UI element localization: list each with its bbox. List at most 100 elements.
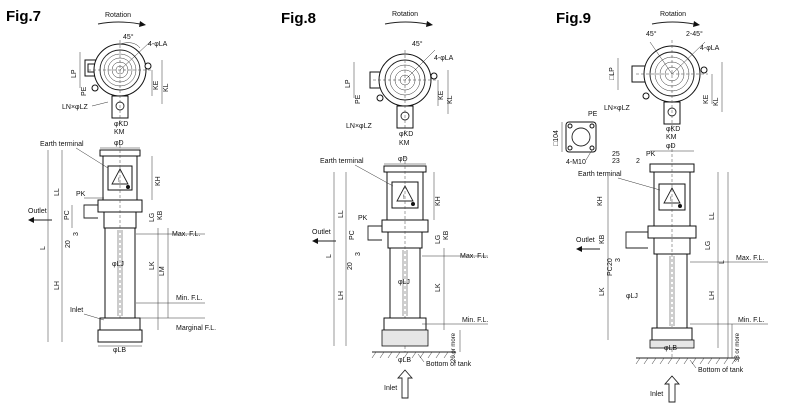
fig7-kd-label: φKD bbox=[114, 121, 128, 128]
fig7-side-view: φD ! Earth terminal PK φLB φLJ bbox=[28, 140, 216, 354]
fig9-bottom-of-tank-label: Bottom of tank bbox=[698, 367, 744, 374]
fig8-lk-label: LK bbox=[435, 283, 442, 292]
fig9-pc-label: PC bbox=[607, 266, 614, 276]
fig9-inlet-label: Inlet bbox=[650, 391, 663, 398]
fig9-inlet-arrow-icon bbox=[664, 375, 680, 403]
figure-7: Fig.7 Rotation 45° 4-φLA LP bbox=[6, 8, 216, 354]
fig8-max-fl-label: Max. F.L. bbox=[460, 253, 488, 260]
fig7-l-label: L bbox=[40, 246, 47, 250]
fig7-top-view: 45° 4-φLA LP PE KE KL LN×φLZ φKD KM bbox=[62, 33, 170, 136]
fig7-pk-label: PK bbox=[76, 191, 86, 198]
fig9-20-label: 20 bbox=[607, 258, 614, 266]
fig8-kh-label: KH bbox=[435, 196, 442, 206]
fig8-min-fl-label: Min. F.L. bbox=[462, 317, 489, 324]
fig9-title: Fig.9 bbox=[556, 10, 591, 27]
fig8-top-view: 45° 4-φLA LP PE KE KL LN×φLZ φKD KM bbox=[345, 40, 454, 147]
fig7-kl-label: KL bbox=[163, 83, 170, 92]
fig7-lj-label: φLJ bbox=[112, 261, 124, 268]
fig7-lh-label: LH bbox=[54, 281, 61, 290]
fig7-ke-label: KE bbox=[153, 80, 160, 90]
fig7-lnlz-label: LN×φLZ bbox=[62, 104, 88, 111]
fig7-marginal-fl-label: Marginal F.L. bbox=[176, 325, 216, 332]
fig9-max-fl-label: Max. F.L. bbox=[736, 255, 764, 262]
fig8-la-label: 4-φLA bbox=[434, 55, 454, 62]
svg-text:!: ! bbox=[670, 197, 672, 203]
fig9-angle-45-label: 45° bbox=[646, 30, 657, 38]
fig7-title: Fig.7 bbox=[6, 8, 41, 25]
fig9-kl-label: KL bbox=[713, 97, 720, 106]
fig9-104-label: □104 bbox=[553, 130, 560, 146]
fig9-d-label: φD bbox=[666, 143, 676, 150]
fig9-outlet-label: Outlet bbox=[576, 237, 595, 244]
fig9-23-label: 23 bbox=[612, 158, 620, 165]
fig9-2-label: 2 bbox=[636, 158, 640, 165]
fig8-lb-label: φLB bbox=[398, 357, 411, 364]
fig7-warning-icon bbox=[111, 168, 129, 185]
fig9-kd-label: φKD bbox=[666, 126, 680, 133]
fig8-kd-label: φKD bbox=[399, 131, 413, 138]
fig8-l-label: L bbox=[326, 254, 333, 258]
fig8-outlet-arrow-icon bbox=[312, 238, 318, 244]
fig8-ll-label: LL bbox=[338, 210, 345, 218]
fig7-pe-label: PE bbox=[81, 86, 88, 96]
fig9-warning-icon bbox=[663, 187, 681, 204]
fig8-rotation-label: Rotation bbox=[392, 11, 418, 18]
fig8-lp-label: LP bbox=[345, 79, 352, 88]
fig7-km-label: KM bbox=[114, 129, 125, 136]
fig8-kb-label: KB bbox=[443, 230, 450, 240]
fig8-20-label: 20 bbox=[347, 262, 354, 270]
fig8-earth-terminal-label: Earth terminal bbox=[320, 158, 364, 165]
fig9-earth-terminal-label: Earth terminal bbox=[578, 171, 622, 178]
fig7-inlet-label: Inlet bbox=[70, 307, 83, 314]
fig7-kh-label: KH bbox=[155, 176, 162, 186]
fig9-angle-245-label: 2-45° bbox=[686, 30, 703, 38]
fig7-lg-label: LG bbox=[149, 213, 156, 222]
fig7-rotation-arrowhead-icon bbox=[139, 21, 146, 27]
fig8-bottom-of-tank-label: Bottom of tank bbox=[426, 361, 472, 368]
fig9-lk-label: LK bbox=[599, 287, 606, 296]
fig8-angle-label: 45° bbox=[412, 40, 423, 48]
fig9-kb-label: KB bbox=[599, 234, 606, 244]
fig8-inlet-label: Inlet bbox=[384, 385, 397, 392]
fig8-lnlz-label: LN×φLZ bbox=[346, 123, 372, 130]
figure-9: Fig.9 Rotation 45° 2-45° 4-φLA □LP KE K bbox=[553, 10, 768, 403]
fig8-km-label: KM bbox=[399, 140, 410, 147]
fig7-rotation-arrow-icon bbox=[97, 21, 141, 25]
fig9-ke-label: KE bbox=[703, 94, 710, 104]
fig7-ll-label: LL bbox=[54, 188, 61, 196]
fig9-pe-label: PE bbox=[588, 111, 598, 118]
fig8-d-label: φD bbox=[398, 156, 408, 163]
fig7-3-label: 3 bbox=[73, 232, 80, 236]
fig9-outlet-arrow-icon bbox=[576, 246, 582, 252]
fig9-lh-label: LH bbox=[709, 291, 716, 300]
fig9-38-or-more-label: 38 or more bbox=[735, 332, 741, 362]
fig8-ke-label: KE bbox=[438, 90, 445, 100]
fig8-3-label: 3 bbox=[355, 252, 362, 256]
fig7-la-label: 4-φLA bbox=[148, 41, 168, 48]
fig9-25-label: 25 bbox=[612, 151, 620, 158]
fig9-flange-detail: □104 PE 4-M10 bbox=[553, 111, 598, 166]
fig9-km-label: KM bbox=[666, 134, 677, 141]
fig9-ll-label: LL bbox=[709, 212, 716, 220]
fig7-earth-terminal-label: Earth terminal bbox=[40, 141, 84, 148]
fig8-rotation-arrowhead-icon bbox=[426, 21, 433, 27]
fig7-lb-label: φLB bbox=[113, 347, 126, 354]
fig9-top-view: 45° 2-45° 4-φLA □LP KE KL LN×φLZ φKD KM bbox=[604, 30, 723, 141]
fig9-m10-label: 4-M10 bbox=[566, 159, 586, 166]
fig9-min-fl-label: Min. F.L. bbox=[738, 317, 765, 324]
fig8-lg-label: LG bbox=[435, 235, 442, 244]
fig7-rotation-label: Rotation bbox=[105, 12, 131, 19]
fig7-min-fl-label: Min. F.L. bbox=[176, 295, 203, 302]
fig9-pk-label: PK bbox=[646, 151, 656, 158]
fig9-rotation-label: Rotation bbox=[660, 11, 686, 18]
fig9-kh-label: KH bbox=[597, 196, 604, 206]
fig7-pc-label: PC bbox=[64, 210, 71, 220]
fig8-pk-label: PK bbox=[358, 215, 368, 222]
fig9-lj-label: φLJ bbox=[626, 293, 638, 300]
fig8-pc-label: PC bbox=[349, 230, 356, 240]
fig8-20-or-more-label: 20 or more bbox=[451, 332, 457, 362]
fig9-side-view: φD 25 23 2 PK ! Earth terminal φLB φLJ bbox=[576, 143, 768, 403]
fig9-la-label: 4-φLA bbox=[700, 45, 720, 52]
fig8-kl-label: KL bbox=[447, 95, 454, 104]
